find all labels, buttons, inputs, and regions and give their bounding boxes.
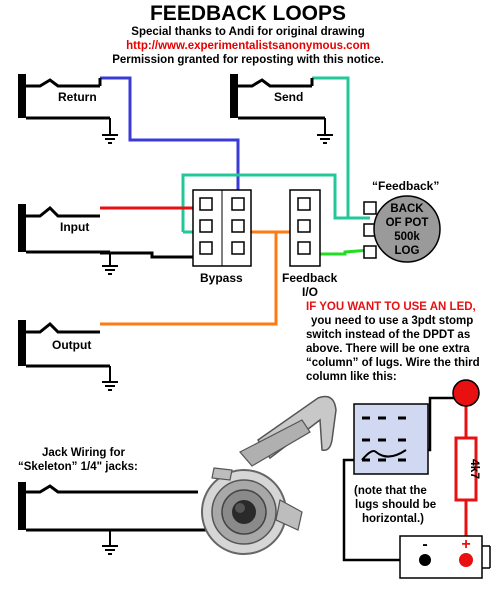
page-title: FEEDBACK LOOPS	[150, 2, 346, 25]
skeleton-jack-illustration	[201, 395, 337, 555]
3pdt-lugs	[362, 416, 406, 462]
jack-skeleton-schematic	[18, 482, 212, 555]
led	[452, 379, 480, 407]
jack-return-label: Return	[58, 90, 97, 104]
source-url[interactable]: http://www.experimentalistsanonymous.com	[126, 40, 370, 52]
lug-note-1: (note that the	[354, 485, 427, 497]
jack-return	[18, 74, 118, 144]
pot-lugs	[363, 201, 377, 259]
led-note-line-6: column like this:	[306, 371, 397, 383]
pot-text-1: BACK	[390, 203, 424, 215]
wire-return-blue	[100, 76, 240, 205]
3pdt-jumper	[361, 449, 407, 461]
jack-send	[230, 74, 333, 144]
jack-wiring-note-2: “Skeleton” 1/4" jacks:	[18, 461, 138, 473]
pot-body	[373, 195, 441, 263]
jack-output	[18, 320, 118, 391]
feedback-io-switch	[289, 189, 321, 267]
jack-input-label: Input	[60, 220, 89, 234]
feedback-io-label-1: Feedback	[282, 271, 338, 285]
wire-orange-output	[100, 232, 278, 326]
battery-minus-terminal	[419, 554, 431, 566]
jack-input	[18, 204, 118, 275]
lug-note-3: horizontal.)	[362, 513, 424, 525]
led-wire-black-bottom	[342, 458, 425, 562]
wire-green-pot	[308, 248, 371, 256]
lug-note-2: lugs should be	[355, 499, 436, 511]
battery-plus-label: +	[461, 536, 470, 553]
pot-text-3: 500k	[394, 231, 420, 243]
led-note-line-5: “column” of lugs. Wire the third	[306, 357, 480, 369]
bypass-switch	[192, 189, 252, 267]
resistor-4k7	[454, 436, 478, 502]
battery	[399, 535, 483, 579]
pot-text-4: LOG	[395, 245, 420, 257]
wire-input-black	[100, 251, 205, 259]
jack-output-label: Output	[52, 338, 91, 352]
wire-teal-loop	[181, 173, 348, 232]
led-note-line-2: you need to use a 3pdt stomp	[311, 315, 473, 327]
credit-line: Special thanks to Andi for original draw…	[131, 26, 364, 38]
led-note-line-3: switch instead of the DPDT as	[306, 329, 470, 341]
led-note-line-4: above. There will be one extra	[306, 343, 470, 355]
jack-wiring-note-1: Jack Wiring for	[42, 447, 125, 459]
resistor-label: 4k7	[468, 459, 482, 479]
jack-send-label: Send	[274, 90, 303, 104]
led-note-heading: IF YOU WANT TO USE AN LED,	[306, 301, 476, 313]
pot-text-2: OF POT	[386, 217, 429, 229]
pot-title: “Feedback”	[372, 179, 439, 193]
wire-send-teal	[312, 76, 370, 220]
feedback-io-label-2: I/O	[302, 285, 318, 299]
bypass-label: Bypass	[200, 271, 243, 285]
permission-note: Permission granted for reposting with th…	[112, 54, 384, 66]
battery-plus-terminal	[459, 553, 473, 567]
battery-minus-label: -	[422, 536, 427, 553]
